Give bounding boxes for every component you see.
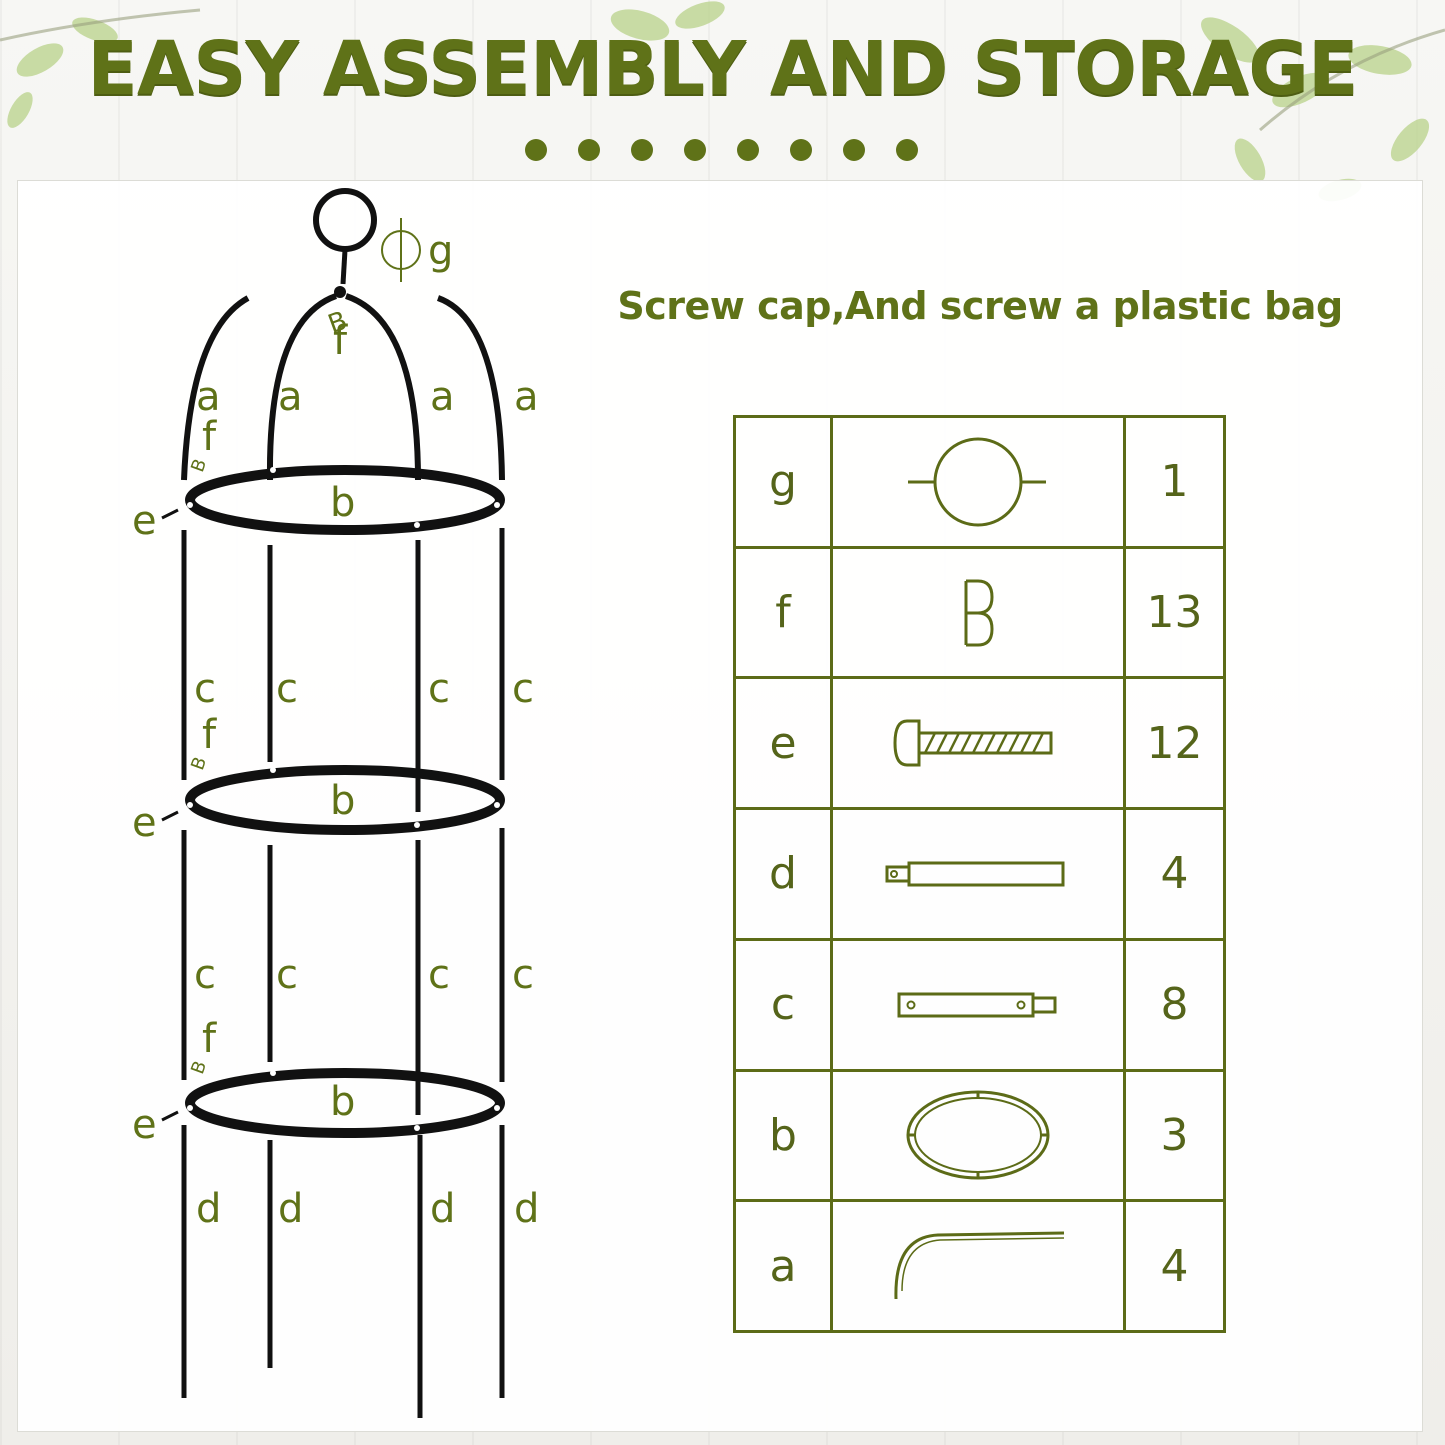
label-leg-2: d: [278, 1186, 303, 1232]
part-quantity: 13: [1123, 545, 1226, 680]
label-clip-3: f: [202, 1016, 217, 1062]
label-low-pole-1: c: [194, 952, 216, 998]
screws: [161, 508, 179, 1122]
label-arch-4: a: [514, 374, 539, 420]
label-clip-1: f: [202, 414, 217, 460]
clip-icon: [964, 579, 994, 647]
leg-poles: [181, 1125, 505, 1418]
part-quantity: 3: [1123, 1068, 1226, 1203]
label-leg-4: d: [514, 1186, 539, 1232]
label-screw-1: e: [132, 498, 157, 544]
trellis-diagram: g B f a a a a f B f B f B b b b e e e: [132, 188, 539, 1418]
table-row: a 4: [733, 1199, 1226, 1333]
label-clip-2: f: [202, 712, 217, 758]
label-arch-2: a: [278, 374, 303, 420]
page-title: EASY ASSEMBLY AND STORAGE: [87, 26, 1358, 112]
table-row: f 13: [733, 545, 1226, 680]
table-row: c 8: [733, 937, 1226, 1072]
rings: [185, 465, 505, 1138]
part-quantity: 8: [1123, 937, 1226, 1072]
label-arch-3: a: [430, 374, 455, 420]
part-letter: c: [733, 937, 833, 1072]
part-letter: a: [733, 1199, 833, 1333]
label-arch-1: a: [196, 374, 221, 420]
ring-cap-icon: [908, 437, 1046, 527]
label-top-clip: f: [333, 318, 348, 364]
top-ring-cap: [313, 188, 377, 298]
middle-poles: [181, 528, 505, 812]
label-mid-pole-1: c: [194, 666, 216, 712]
label-screw-2: e: [132, 800, 157, 846]
table-row: g 1: [733, 415, 1226, 549]
part-letter: e: [733, 676, 833, 811]
label-mid-pole-3: c: [428, 666, 450, 712]
part-quantity: 1: [1123, 415, 1226, 549]
label-low-pole-3: c: [428, 952, 450, 998]
arch-icon: [894, 1231, 1065, 1300]
lower-poles: [181, 828, 505, 1115]
arches: [181, 293, 505, 481]
table-row: b 3: [733, 1068, 1226, 1203]
label-mid-pole-2: c: [276, 666, 298, 712]
ring-holes: [187, 467, 500, 1131]
part-letter: g: [733, 415, 833, 549]
part-letter: d: [733, 807, 833, 941]
pole-icon: [897, 992, 1057, 1018]
part-letter: b: [733, 1068, 833, 1203]
label-leg-3: d: [430, 1186, 455, 1232]
leg-pole-icon: [885, 861, 1065, 887]
label-ring-1: b: [330, 480, 355, 526]
part-quantity: 12: [1123, 676, 1226, 811]
table-row: e 12: [733, 676, 1226, 811]
table-row: d 4: [733, 807, 1226, 941]
part-letter: f: [733, 545, 833, 680]
label-leg-1: d: [196, 1186, 221, 1232]
label-low-pole-4: c: [512, 952, 534, 998]
parts-list-table: g 1 f 13 e: [733, 415, 1226, 1333]
label-low-pole-2: c: [276, 952, 298, 998]
screw-icon: [893, 719, 1053, 767]
label-mid-pole-4: c: [512, 666, 534, 712]
subtitle: Screw cap,And screw a plastic bag: [617, 284, 1343, 328]
label-screw-3: e: [132, 1102, 157, 1148]
leaves-decoration: [0, 1, 1445, 202]
title-dot-divider: [525, 139, 918, 161]
label-top-cap: g: [428, 228, 453, 274]
part-quantity: 4: [1123, 1199, 1226, 1333]
label-ring-3: b: [330, 1079, 355, 1125]
part-quantity: 4: [1123, 807, 1226, 941]
ring-hoop-icon: [906, 1090, 1050, 1180]
label-ring-2: b: [330, 778, 355, 824]
cap-label-icon: [381, 218, 421, 282]
